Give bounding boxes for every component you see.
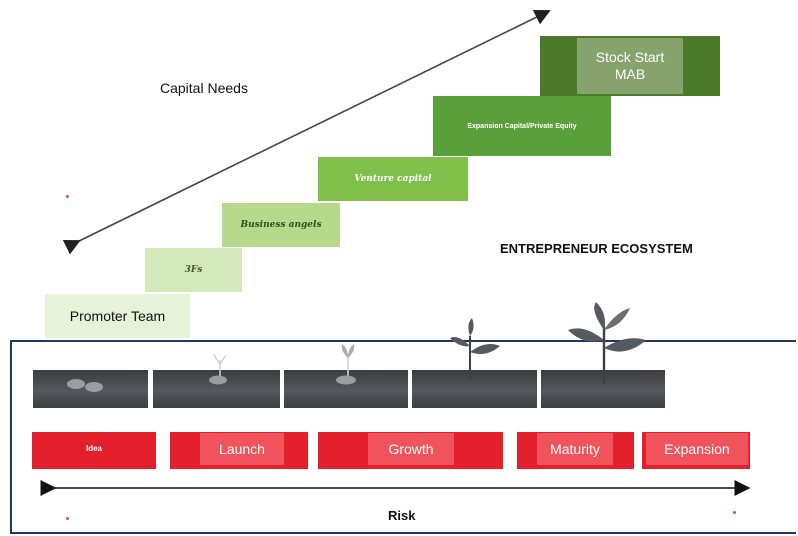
step-label: Venture capital: [354, 174, 432, 184]
red-dot: [733, 511, 736, 514]
step-label: Expansion Capital/Private Equity: [467, 122, 577, 130]
red-dot: [66, 195, 69, 198]
red-dot: [66, 517, 69, 520]
phase-maturity-label: Maturity: [537, 433, 613, 465]
step-label: 3Fs: [184, 265, 203, 275]
step-label: Business angels: [240, 220, 322, 230]
step-stock-start-mab: Stock Start MAB: [540, 36, 720, 96]
step-label: Stock Start MAB: [595, 49, 665, 82]
soil-segment: [412, 370, 537, 408]
soil-segment: [33, 370, 148, 408]
phase-idea: Idea: [32, 432, 156, 469]
capital-needs-label: Capital Needs: [160, 80, 248, 96]
seed-icon: [67, 379, 103, 392]
sprout-icon: [209, 353, 227, 385]
ecosystem-title: ENTREPRENEUR ECOSYSTEM: [500, 241, 693, 256]
step-expansion-capital: Expansion Capital/Private Equity: [433, 96, 611, 156]
phase-growth-label: Growth: [368, 433, 454, 465]
phase-launch-label: Launch: [200, 433, 284, 465]
seedling-icon: [336, 344, 356, 385]
step-venture-capital: Venture capital: [318, 157, 468, 201]
lifecycle-frame: [10, 340, 796, 534]
step-business-angels: Business angels: [222, 203, 340, 247]
risk-label: Risk: [388, 508, 416, 523]
phase-expansion-label: Expansion: [646, 433, 748, 465]
phase-label: Idea: [85, 444, 102, 453]
plant-icon: [568, 302, 646, 384]
step-label-box: Stock Start MAB: [577, 38, 683, 94]
step-promoter-team: Promoter Team: [45, 294, 190, 338]
step-label: Promoter Team: [69, 308, 166, 324]
young-plant-icon: [450, 318, 500, 380]
step-3fs: 3Fs: [145, 248, 242, 292]
